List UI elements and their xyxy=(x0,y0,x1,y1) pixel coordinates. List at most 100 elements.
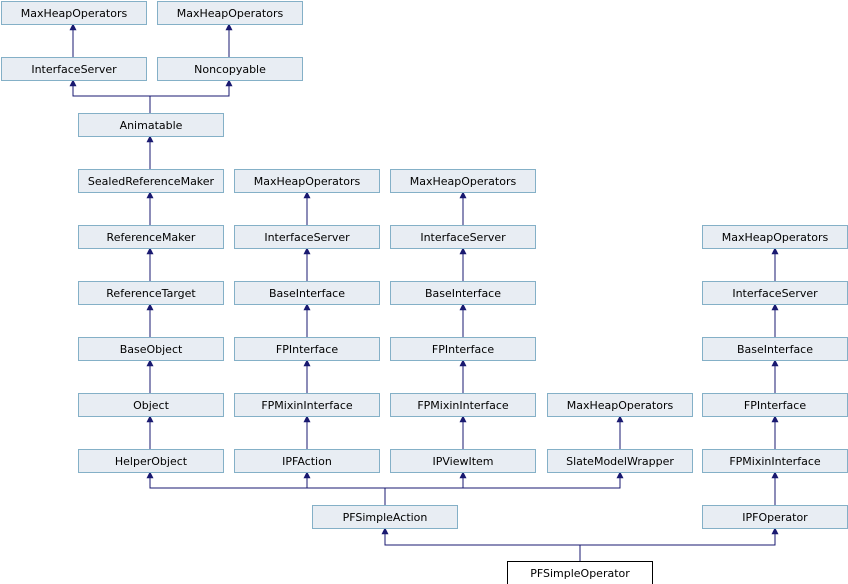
edge-pfsimpleoperator-to-ipfoperator xyxy=(580,527,779,546)
class-node-box[interactable] xyxy=(312,505,458,529)
class-node-label: InterfaceServer xyxy=(31,63,117,76)
class-node-box[interactable] xyxy=(390,393,536,417)
class-node-box[interactable] xyxy=(1,57,147,81)
class-node-label: InterfaceServer xyxy=(732,287,818,300)
class-node-maxheapoperators[interactable]: MaxHeapOperators xyxy=(234,169,380,193)
class-node-box[interactable] xyxy=(157,1,303,25)
class-node-label: SlateModelWrapper xyxy=(566,455,674,468)
class-node-label: IPViewItem xyxy=(432,455,493,468)
class-node-label: MaxHeapOperators xyxy=(177,7,284,20)
class-node-label: SealedReferenceMaker xyxy=(88,175,215,188)
class-node-baseinterface[interactable]: BaseInterface xyxy=(390,281,536,305)
edge-animatable-to-noncopyable xyxy=(150,79,233,97)
class-node-baseobject[interactable]: BaseObject xyxy=(78,337,224,361)
class-node-box[interactable] xyxy=(78,169,224,193)
class-node-label: BaseInterface xyxy=(737,343,813,356)
class-node-box[interactable] xyxy=(234,393,380,417)
class-node-box[interactable] xyxy=(234,281,380,305)
edge-animatable-to-interfaceserver xyxy=(69,79,151,113)
class-node-fpinterface[interactable]: FPInterface xyxy=(702,393,848,417)
class-node-label: PFSimpleAction xyxy=(343,511,428,524)
class-node-box[interactable] xyxy=(78,337,224,361)
class-node-box[interactable] xyxy=(1,1,147,25)
class-node-interfaceserver[interactable]: InterfaceServer xyxy=(1,57,147,81)
edge-pfsimpleaction-to-slatemodelwrapper xyxy=(463,471,624,489)
class-node-box[interactable] xyxy=(234,225,380,249)
class-node-box[interactable] xyxy=(390,169,536,193)
class-node-label: FPMixinInterface xyxy=(729,455,821,468)
class-node-box[interactable] xyxy=(547,449,693,473)
class-node-label: BaseObject xyxy=(120,343,183,356)
class-node-box[interactable] xyxy=(78,113,224,137)
class-node-box[interactable] xyxy=(78,225,224,249)
class-node-box[interactable] xyxy=(390,337,536,361)
class-node-sealedreferencemaker[interactable]: SealedReferenceMaker xyxy=(78,169,224,193)
class-node-label: MaxHeapOperators xyxy=(567,399,674,412)
class-node-pfsimpleaction[interactable]: PFSimpleAction xyxy=(312,505,458,529)
class-node-maxheapoperators[interactable]: MaxHeapOperators xyxy=(702,225,848,249)
class-node-box[interactable] xyxy=(547,393,693,417)
class-node-label: InterfaceServer xyxy=(264,231,350,244)
class-node-label: FPInterface xyxy=(432,343,494,356)
class-node-ipviewitem[interactable]: IPViewItem xyxy=(390,449,536,473)
class-node-box[interactable] xyxy=(157,57,303,81)
class-node-label: MaxHeapOperators xyxy=(410,175,517,188)
class-node-label: MaxHeapOperators xyxy=(722,231,829,244)
class-node-object[interactable]: Object xyxy=(78,393,224,417)
class-node-label: HelperObject xyxy=(115,455,188,468)
class-node-interfaceserver[interactable]: InterfaceServer xyxy=(390,225,536,249)
class-node-box[interactable] xyxy=(390,449,536,473)
class-node-box[interactable] xyxy=(390,225,536,249)
class-node-fpmixininterface[interactable]: FPMixinInterface xyxy=(234,393,380,417)
class-node-label: Animatable xyxy=(120,119,183,132)
edge-pfsimpleoperator-to-pfsimpleaction xyxy=(381,527,580,546)
class-node-animatable[interactable]: Animatable xyxy=(78,113,224,137)
class-node-maxheapoperators[interactable]: MaxHeapOperators xyxy=(1,1,147,25)
class-node-box[interactable] xyxy=(234,337,380,361)
class-node-label: ReferenceTarget xyxy=(106,287,196,300)
class-node-maxheapoperators[interactable]: MaxHeapOperators xyxy=(390,169,536,193)
edge-pfsimpleaction-to-ipviewitem xyxy=(385,471,467,489)
class-node-box[interactable] xyxy=(234,449,380,473)
class-node-box[interactable] xyxy=(234,169,380,193)
class-node-label: Noncopyable xyxy=(194,63,266,76)
class-node-label: FPInterface xyxy=(276,343,338,356)
class-node-label: Object xyxy=(133,399,170,412)
class-node-interfaceserver[interactable]: InterfaceServer xyxy=(702,281,848,305)
class-node-box[interactable] xyxy=(78,393,224,417)
class-node-label: IPFAction xyxy=(282,455,332,468)
class-node-label: BaseInterface xyxy=(269,287,345,300)
class-node-noncopyable[interactable]: Noncopyable xyxy=(157,57,303,81)
class-node-box[interactable] xyxy=(78,281,224,305)
class-node-baseinterface[interactable]: BaseInterface xyxy=(702,337,848,361)
class-node-box[interactable] xyxy=(390,281,536,305)
class-node-ipfoperator[interactable]: IPFOperator xyxy=(702,505,848,529)
class-node-referencetarget[interactable]: ReferenceTarget xyxy=(78,281,224,305)
class-node-label: ReferenceMaker xyxy=(107,231,196,244)
class-node-fpmixininterface[interactable]: FPMixinInterface xyxy=(702,449,848,473)
class-node-slatemodelwrapper[interactable]: SlateModelWrapper xyxy=(547,449,693,473)
class-node-maxheapoperators[interactable]: MaxHeapOperators xyxy=(157,1,303,25)
class-node-fpmixininterface[interactable]: FPMixinInterface xyxy=(390,393,536,417)
class-node-fpinterface[interactable]: FPInterface xyxy=(234,337,380,361)
class-node-box[interactable] xyxy=(78,449,224,473)
class-node-label: FPMixinInterface xyxy=(261,399,353,412)
class-node-baseinterface[interactable]: BaseInterface xyxy=(234,281,380,305)
class-node-label: MaxHeapOperators xyxy=(21,7,128,20)
class-node-pfsimpleoperator[interactable]: PFSimpleOperator xyxy=(507,561,653,584)
class-node-referencemaker[interactable]: ReferenceMaker xyxy=(78,225,224,249)
inheritance-edges xyxy=(69,23,779,561)
class-node-maxheapoperators[interactable]: MaxHeapOperators xyxy=(547,393,693,417)
class-node-label: FPInterface xyxy=(744,399,806,412)
class-node-label: MaxHeapOperators xyxy=(254,175,361,188)
class-node-interfaceserver[interactable]: InterfaceServer xyxy=(234,225,380,249)
class-node-box[interactable] xyxy=(507,561,653,584)
class-node-label: PFSimpleOperator xyxy=(530,567,630,580)
class-node-ipfaction[interactable]: IPFAction xyxy=(234,449,380,473)
class-node-fpinterface[interactable]: FPInterface xyxy=(390,337,536,361)
class-node-label: IPFOperator xyxy=(742,511,808,524)
class-node-label: BaseInterface xyxy=(425,287,501,300)
class-node-label: InterfaceServer xyxy=(420,231,506,244)
class-node-helperobject[interactable]: HelperObject xyxy=(78,449,224,473)
